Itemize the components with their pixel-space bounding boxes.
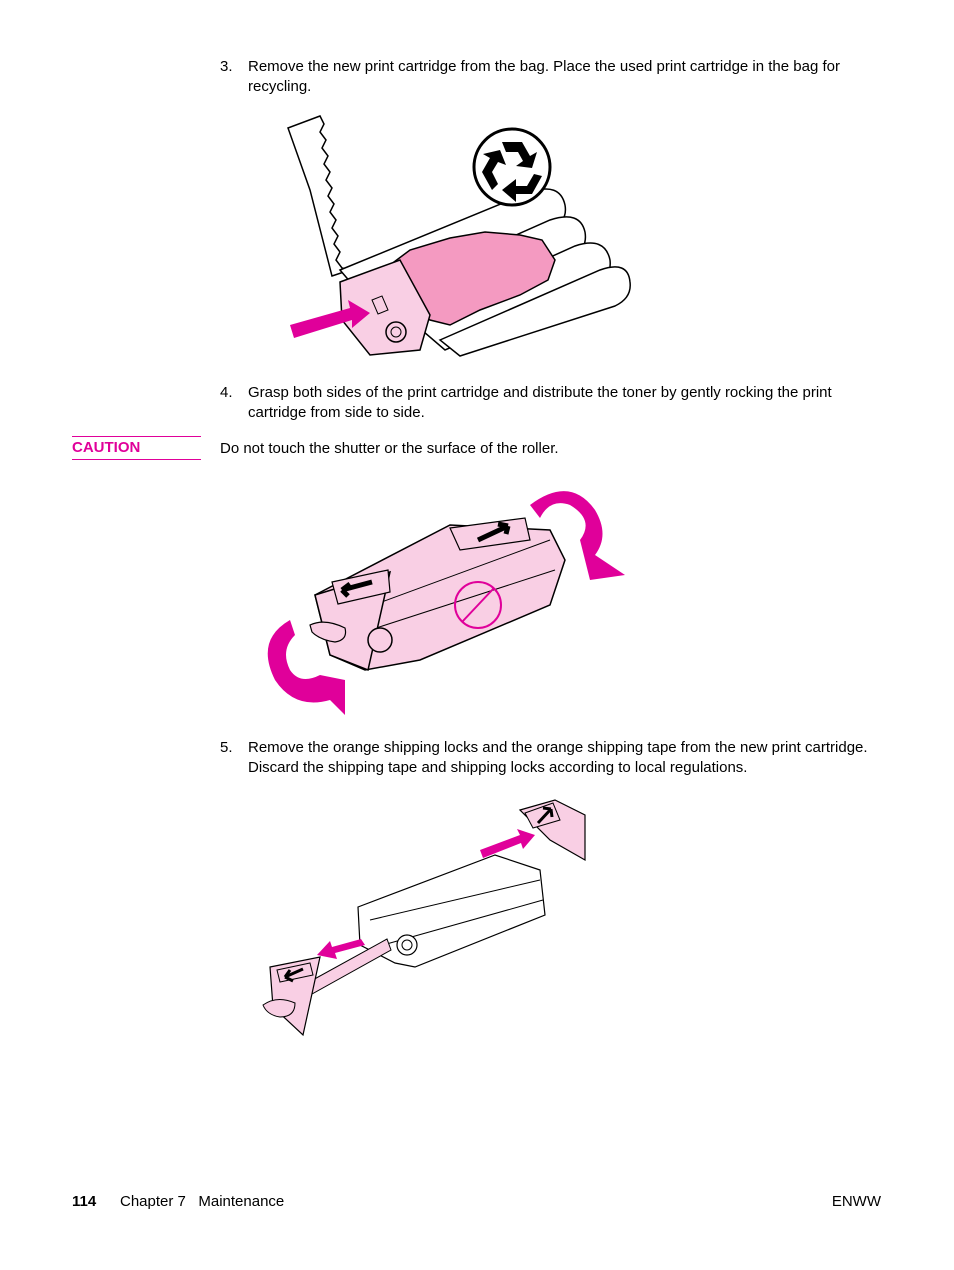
step-number: 5. <box>220 739 233 756</box>
step-5: 5. Remove the orange shipping locks and … <box>220 738 890 777</box>
chapter-title: Chapter 7 Maintenance <box>120 1193 285 1210</box>
step-text: Remove the new print cartridge from the … <box>248 58 840 95</box>
step-4: 4. Grasp both sides of the print cartrid… <box>220 383 890 422</box>
step-text: Grasp both sides of the print cartridge … <box>248 384 832 421</box>
rock-cartridge-illustration <box>267 491 625 715</box>
footer-right-label: ENWW <box>831 1193 881 1210</box>
caution-label: CAUTION <box>72 436 201 460</box>
cartridge-bag-illustration <box>287 115 631 357</box>
page-number: 114 <box>72 1193 97 1210</box>
step-number: 4. <box>220 384 233 401</box>
step-number: 3. <box>220 58 233 75</box>
shipping-locks-illustration <box>262 799 586 1037</box>
caution-text: Do not touch the shutter or the surface … <box>220 440 559 457</box>
step-3: 3. Remove the new print cartridge from t… <box>220 57 890 96</box>
step-text: Remove the orange shipping locks and the… <box>248 739 868 776</box>
